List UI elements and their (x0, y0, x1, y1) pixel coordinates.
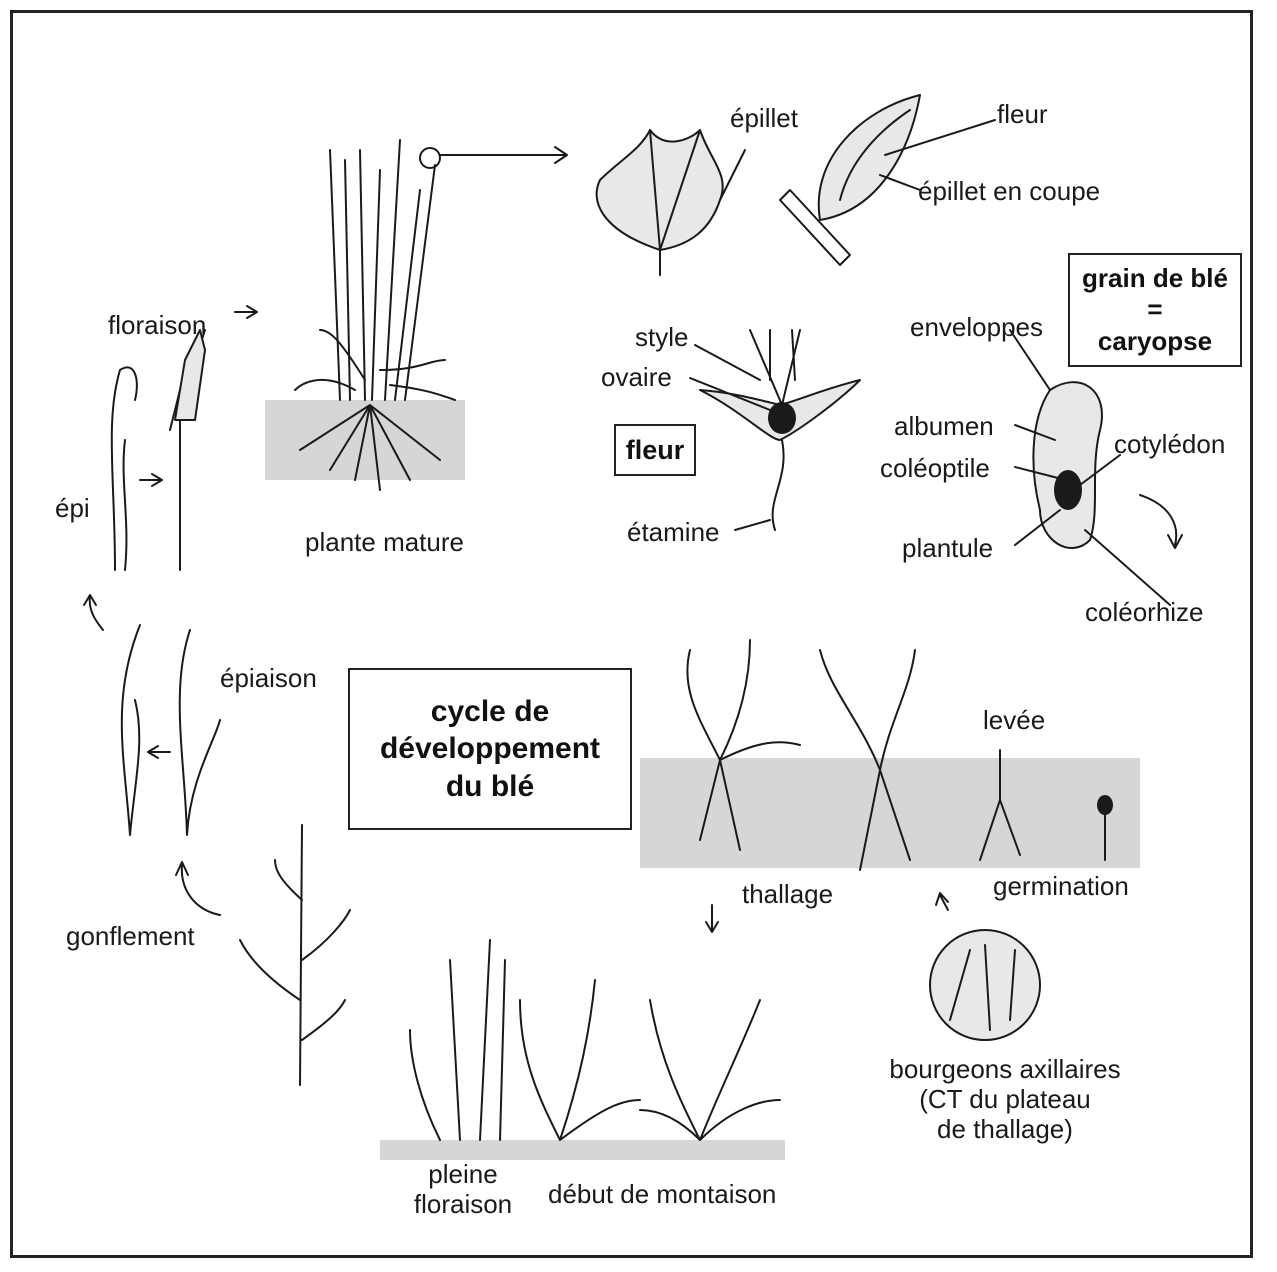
label-epillet: épillet (730, 104, 798, 134)
label-coleoptile: coléoptile (880, 454, 990, 484)
grain-title-line-2: = (1147, 294, 1162, 325)
grain-drawing (1010, 330, 1182, 605)
flower-title-box: fleur (614, 424, 696, 476)
heading-stage-drawing (122, 625, 220, 915)
label-cotyledon: cotylédon (1114, 430, 1225, 460)
label-plante-mature: plante mature (305, 528, 464, 558)
ear-stages-drawing (84, 306, 257, 630)
grain-title-box: grain de blé = caryopse (1068, 253, 1242, 367)
label-bourgeons-axillaires: bourgeons axillaires (CT du plateau de t… (870, 1055, 1140, 1145)
label-style: style (635, 323, 688, 353)
label-thallage: thallage (742, 880, 833, 910)
grain-title-line-3: caryopse (1098, 326, 1212, 357)
label-debut-de-montaison: début de montaison (548, 1180, 776, 1210)
label-bourgeons-line-3: de thallage) (870, 1115, 1140, 1145)
label-bourgeons-line-1: bourgeons axillaires (870, 1055, 1140, 1085)
label-plantule: plantule (902, 534, 993, 564)
spikelet-drawing (597, 130, 745, 275)
flower-drawing (690, 330, 860, 530)
label-enveloppes: enveloppes (910, 313, 1043, 343)
diagram-title-line-3: du blé (446, 768, 534, 806)
label-levee: levée (983, 706, 1045, 736)
flowering-tillering-plants-drawing (380, 940, 785, 1160)
label-epi: épi (55, 494, 90, 524)
flower-title-label: fleur (626, 435, 685, 466)
label-epillet-en-coupe: épillet en coupe (918, 177, 1100, 207)
label-gonflement: gonflement (66, 922, 195, 952)
label-ovaire: ovaire (601, 363, 672, 393)
label-pleine-line-1: pleine (398, 1160, 528, 1190)
label-floraison: floraison (108, 311, 206, 341)
diagram-title-line-1: cycle de (431, 693, 549, 731)
label-etamine: étamine (627, 518, 720, 548)
label-albumen: albumen (894, 412, 994, 442)
axillary-buds-drawing (930, 930, 1040, 1040)
label-epiaison: épiaison (220, 664, 317, 694)
label-coleorhize: coléorhize (1085, 598, 1204, 628)
label-germination: germination (993, 872, 1129, 902)
label-pleine-floraison: pleine floraison (398, 1160, 528, 1220)
diagram-title-box: cycle de développement du blé (348, 668, 632, 830)
label-bourgeons-line-2: (CT du plateau (870, 1085, 1140, 1115)
diagram-title-line-2: développement (380, 730, 600, 768)
mature-plant-drawing (265, 140, 567, 490)
grain-title-line-1: grain de blé (1082, 263, 1228, 294)
label-fleur: fleur (997, 100, 1048, 130)
booting-stage-drawing (240, 825, 350, 1085)
label-pleine-line-2: floraison (398, 1190, 528, 1220)
